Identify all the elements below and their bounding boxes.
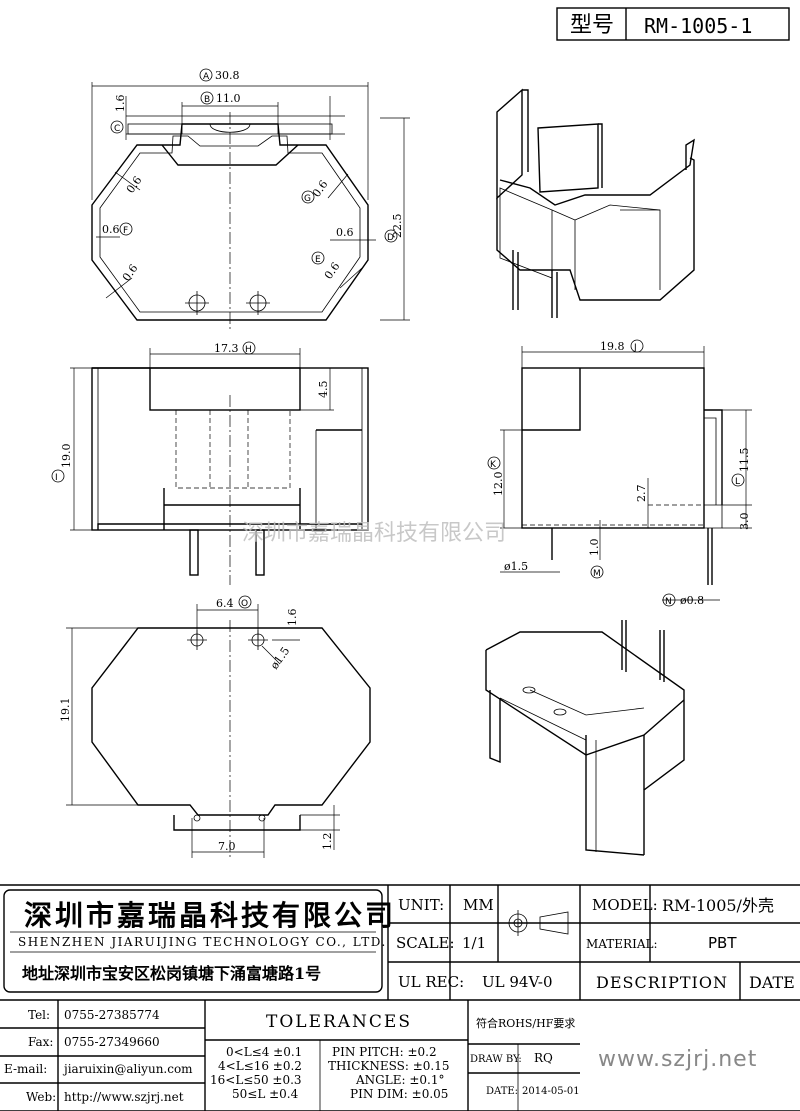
- dim-I: 19.0: [60, 444, 73, 469]
- svg-text:H: H: [245, 345, 252, 355]
- dim-7.0: 7.0: [218, 840, 236, 853]
- tel-label: Tel:: [28, 1008, 50, 1022]
- svg-text:I: I: [55, 473, 58, 483]
- svg-text:C: C: [114, 124, 120, 134]
- website-big: www.szjrj.net: [598, 1047, 757, 1072]
- tol-pin-2: THICKNESS: ±0.15: [328, 1059, 449, 1073]
- projection-symbol-icon: [505, 910, 569, 936]
- svg-text:K: K: [490, 460, 497, 470]
- material-label: MATERIAL:: [586, 937, 658, 951]
- company-cn: 深圳市嘉瑞晶科技有限公司: [24, 899, 396, 932]
- dim-K: 12.0: [492, 472, 505, 497]
- iso-view-top: [496, 88, 695, 318]
- front-view: 17.3 H 4.5 I 19.0: [51, 341, 369, 585]
- tol-pin-4: PIN DIM: ±0.05: [350, 1087, 448, 1101]
- svg-text:B: B: [204, 95, 210, 105]
- dim-L: 11.5: [738, 448, 751, 473]
- svg-text:O: O: [241, 599, 248, 609]
- scale-value: 1/1: [462, 934, 486, 952]
- dim-B: 11.0: [216, 92, 241, 105]
- dim-A: 30.8: [215, 69, 240, 82]
- svg-text:A: A: [203, 72, 210, 82]
- model-header: 型号 RM-1005-1: [556, 7, 790, 41]
- email-value: jiaruixin@aliyun.com: [62, 1062, 193, 1076]
- top-view: A 30.8 B 11.0 C 1.6 D 22.5 0.6 F 0.6 0.6…: [91, 68, 410, 330]
- model-label: MODEL:: [592, 896, 658, 914]
- svg-text:M: M: [593, 569, 601, 579]
- dim-phi-1.5b: ø1.5: [268, 645, 292, 672]
- iso-view-bottom: [485, 620, 685, 856]
- svg-text:D: D: [387, 233, 394, 243]
- ulrec-label: UL REC:: [398, 973, 464, 991]
- tol-pin-1: PIN PITCH: ±0.2: [332, 1045, 437, 1059]
- dim-2.7: 2.7: [635, 485, 648, 503]
- dim-D-inner: 0.6: [336, 226, 354, 239]
- email-label: E-mail:: [4, 1062, 47, 1076]
- title-block: 深圳市嘉瑞晶科技有限公司 SHENZHEN JIARUIJING TECHNOL…: [0, 884, 800, 1111]
- description-label: DESCRIPTION: [596, 973, 728, 992]
- tol-pin-3: ANGLE: ±0.1°: [355, 1073, 444, 1087]
- dim-G: 0.6: [310, 178, 331, 200]
- svg-text:E: E: [315, 255, 321, 265]
- tol-row-4: 50≤L ±0.4: [232, 1087, 299, 1101]
- date-field-label: DATE:: [486, 1086, 518, 1097]
- date-value: 2014-05-01: [522, 1086, 580, 1097]
- unit-label: UNIT:: [398, 896, 444, 914]
- ulrec-value: UL 94V-0: [482, 973, 553, 991]
- dim-3.0: 3.0: [738, 513, 751, 531]
- dim-C: 1.6: [114, 95, 127, 113]
- dim-4.5: 4.5: [317, 381, 330, 399]
- dim-D: 22.5: [391, 214, 404, 239]
- web-value: http://www.szjrj.net: [64, 1090, 184, 1104]
- unit-value: MM: [463, 896, 494, 914]
- web-label: Web:: [26, 1090, 56, 1104]
- dim-N: ø0.8: [680, 594, 704, 607]
- drawby-value: RQ: [534, 1051, 553, 1065]
- date-header: DATE: [749, 973, 795, 992]
- dim-E: 0.6: [322, 260, 343, 282]
- tolerances-title: TOLERANCES: [266, 1012, 412, 1032]
- fax-label: Fax:: [28, 1035, 53, 1049]
- dim-phi-1.5: ø1.5: [504, 560, 528, 573]
- svg-text:L: L: [735, 477, 740, 487]
- dim-side-b: 0.6: [120, 262, 141, 284]
- dim-F: 0.6: [102, 223, 120, 236]
- dim-1.2: 1.2: [321, 833, 334, 851]
- rohs-text: 符合ROHS/HF要求: [476, 1016, 575, 1030]
- dim-side-a: 0.6: [124, 174, 145, 196]
- scale-label: SCALE:: [396, 934, 455, 952]
- model-number: RM-1005-1: [644, 14, 752, 38]
- dim-M: 1.0: [588, 539, 601, 557]
- dim-1.6b: 1.6: [286, 609, 299, 627]
- dim-J: 19.8: [600, 340, 625, 353]
- material-value: PBT: [708, 934, 737, 952]
- model-value: RM-1005/外壳: [662, 896, 774, 915]
- tel-value: 0755-27385774: [64, 1008, 160, 1022]
- dim-H: 17.3: [214, 342, 239, 355]
- tol-row-2: 4<L≤16 ±0.2: [218, 1059, 302, 1073]
- svg-text:F: F: [123, 226, 128, 236]
- dim-19.1: 19.1: [59, 698, 72, 723]
- company-address: 地址深圳市宝安区松岗镇塘下涌富塘路1号: [22, 964, 321, 983]
- type-label: 型号: [570, 13, 614, 38]
- svg-text:G: G: [304, 194, 311, 204]
- dim-O: 6.4: [216, 597, 234, 610]
- tol-row-1: 0<L≤4 ±0.1: [226, 1045, 302, 1059]
- svg-text:N: N: [665, 597, 672, 607]
- company-en: SHENZHEN JIARUIJING TECHNOLOGY CO., LTD.: [18, 935, 387, 949]
- tol-row-3: 16<L≤50 ±0.3: [210, 1073, 302, 1087]
- drawby-label: DRAW BY:: [470, 1054, 522, 1065]
- fax-value: 0755-27349660: [64, 1035, 160, 1049]
- watermark: 深圳市嘉瑞晶科技有限公司: [242, 521, 506, 546]
- bottom-view: 6.4 O 1.6 ø1.5 19.1 7.0 1.2: [59, 595, 371, 860]
- svg-text:J: J: [633, 343, 637, 353]
- side-view: 19.8 J K 12.0 L 11.5 3.0 2.7 1.0 M ø1.5 …: [487, 339, 752, 607]
